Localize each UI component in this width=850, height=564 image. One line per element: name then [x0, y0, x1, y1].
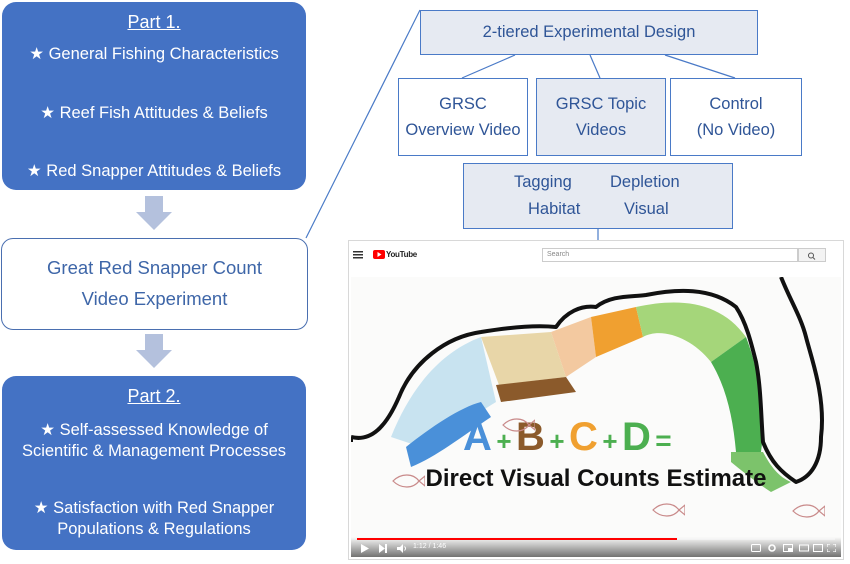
experiment-line2: Video Experiment: [81, 288, 228, 309]
part2-item-knowledge-line1: ★ Self-assessed Knowledge of: [40, 421, 268, 439]
topic-tagging: Tagging: [514, 173, 572, 191]
progress-bar[interactable]: [357, 538, 835, 540]
part1-box: Part 1. ★ General Fishing Characteristic…: [2, 2, 306, 190]
video-frame[interactable]: A + B + C + D = Direct Visual Counts Est…: [351, 277, 841, 557]
youtube-logo-icon[interactable]: [373, 250, 385, 259]
miniplayer-icon[interactable]: [783, 544, 793, 552]
part2-item-satisfaction-line1: ★ Satisfaction with Red Snapper: [33, 499, 275, 517]
option-grsc-overview-line1: GRSC: [439, 95, 487, 113]
part2-box: Part 2. ★ Self-assessed Knowledge of Sci…: [2, 376, 306, 550]
fish-icon: [502, 418, 535, 432]
formula-plus: +: [602, 426, 618, 456]
settings-gear-icon[interactable]: [767, 543, 777, 553]
option-control-line2: (No Video): [696, 121, 776, 139]
formula-b: B: [515, 415, 545, 459]
formula-plus: +: [549, 426, 565, 456]
topics-box: Tagging Depletion Habitat Visual: [463, 163, 733, 229]
next-icon[interactable]: [379, 544, 387, 553]
play-icon[interactable]: [361, 544, 369, 553]
formula-a: A: [463, 415, 492, 459]
search-icon: [808, 252, 816, 260]
option-grsc-topic-line1: GRSC Topic: [555, 95, 647, 113]
topic-habitat: Habitat: [528, 200, 581, 218]
part2-title: Part 2.: [127, 386, 181, 406]
design-title-box: 2-tiered Experimental Design: [420, 10, 758, 55]
formula-plus: +: [496, 426, 512, 456]
video-caption: Direct Visual Counts Estimate: [425, 465, 767, 492]
gulf-coast-map: [351, 277, 824, 492]
search-input[interactable]: Search: [542, 248, 798, 262]
fullscreen-icon[interactable]: [827, 544, 836, 552]
down-arrow-icon: [136, 334, 172, 368]
video-controls: 1:12 / 1:46: [351, 537, 841, 557]
part1-item-red-snapper: ★ Red Snapper Attitudes & Beliefs: [26, 162, 282, 180]
volume-icon[interactable]: [397, 544, 407, 553]
cast-icon[interactable]: [813, 544, 823, 552]
formula-equals: =: [655, 425, 672, 456]
experiment-box: Great Red Snapper Count Video Experiment: [1, 238, 308, 330]
option-grsc-topic-line2: Videos: [575, 121, 627, 139]
formula: A + B + C + D =: [463, 415, 672, 460]
part2-item-satisfaction-line2: Populations & Regulations: [57, 520, 251, 538]
down-arrow-icon: [136, 196, 172, 230]
formula-d: D: [621, 415, 651, 459]
experiment-line1: Great Red Snapper Count: [47, 257, 262, 278]
part1-title: Part 1.: [127, 12, 181, 32]
youtube-header: YouTube Search: [349, 241, 843, 271]
topic-depletion: Depletion: [610, 173, 680, 191]
menu-icon[interactable]: [353, 251, 363, 259]
option-control: Control (No Video): [670, 78, 802, 156]
fish-icon: [392, 474, 425, 488]
part2-item-knowledge-line2: Scientific & Management Processes: [21, 442, 287, 460]
progress-fill: [357, 538, 678, 540]
option-control-line1: Control: [709, 95, 763, 113]
formula-c: C: [568, 415, 598, 459]
part1-item-reef-fish: ★ Reef Fish Attitudes & Beliefs: [40, 104, 268, 122]
fish-icon: [792, 504, 825, 518]
fish-icon: [652, 503, 685, 517]
time-display: 1:12 / 1:46: [413, 543, 447, 550]
option-grsc-topic: GRSC Topic Videos: [536, 78, 666, 156]
design-title: 2-tiered Experimental Design: [482, 23, 696, 41]
option-grsc-overview: GRSC Overview Video: [398, 78, 528, 156]
topic-visual: Visual: [624, 200, 669, 218]
search-button[interactable]: [798, 248, 826, 262]
part1-item-general-fishing: ★ General Fishing Characteristics: [29, 45, 279, 63]
captions-icon[interactable]: [751, 544, 761, 552]
option-grsc-overview-line2: Overview Video: [405, 121, 521, 139]
theater-icon[interactable]: [799, 544, 809, 552]
youtube-player-screenshot: YouTube Search A + B + C +: [348, 240, 844, 560]
youtube-brand: YouTube: [386, 250, 417, 259]
